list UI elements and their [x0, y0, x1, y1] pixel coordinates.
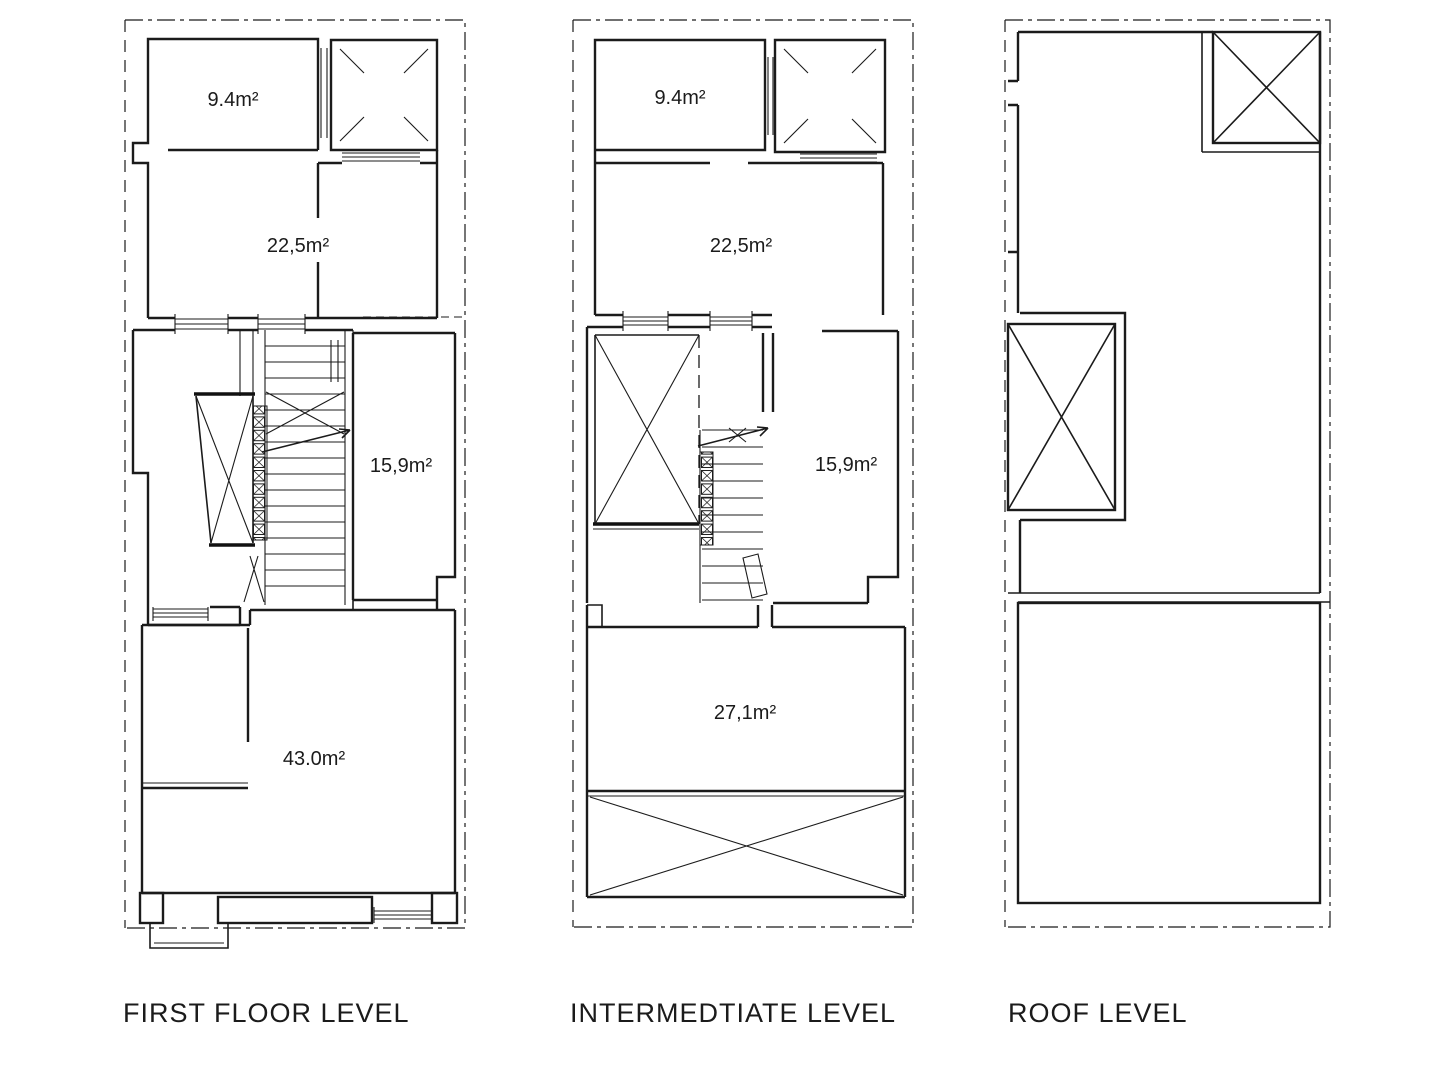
room-area-label: 15,9m²: [815, 454, 878, 476]
property-boundary-dashdot: [572, 19, 914, 928]
hatched-wall-strip: [699, 451, 714, 546]
room-area-label: 22,5m²: [710, 235, 773, 257]
skylight-cross-box-left: [1006, 322, 1117, 512]
windows-upper: [174, 314, 306, 334]
skylight-cross-box-top: [1201, 30, 1322, 153]
shaft-corner-diagonals: [783, 48, 877, 144]
stair-break-and-arrow: [243, 391, 351, 603]
window-vertical-between-room-and-shaft: [767, 57, 774, 135]
roof-outline-lower: [1016, 601, 1322, 905]
room-area-label: 27,1m²: [714, 702, 777, 724]
room-area-label: 9.4m²: [207, 89, 258, 111]
window-shaft-sill: [800, 153, 877, 163]
window-vertical-stair: [330, 340, 339, 382]
hatched-wall-strip: [252, 405, 268, 541]
plan-title: ROOF LEVEL: [1008, 998, 1188, 1028]
window-bottom: [373, 907, 433, 923]
void-cross-box: [194, 392, 255, 547]
stair-break-and-arrow: [697, 426, 769, 447]
entry-porch: [149, 923, 229, 949]
void-cross-terrace: [587, 789, 905, 896]
windows-upper: [622, 311, 753, 331]
room-area-label: 9.4m²: [654, 87, 705, 109]
window-middle-left: [152, 607, 209, 621]
plan-intermediate: 9.4m² 22,5m² 15,9m² 27,1m² INTERMEDTIATE…: [570, 19, 914, 1028]
walls-middle-block: [585, 327, 900, 627]
window-shaft-sill: [342, 152, 420, 162]
walls-top-block: [131, 37, 463, 335]
walls-middle-block: [131, 330, 457, 627]
plan-title: INTERMEDTIATE LEVEL: [570, 998, 896, 1028]
roof-split-line: [1008, 592, 1330, 603]
property-boundary-dashdot: [1004, 19, 1331, 928]
door-leaf: [742, 553, 768, 599]
walls-bottom-block: [585, 604, 907, 899]
window-vertical-between-room-and-shaft: [320, 48, 328, 138]
stair-treads: [265, 345, 345, 587]
plan-first-floor: 9.4m² 22,5m² 15,9m² 43.0m² FIRST FLOOR L…: [123, 19, 466, 1028]
room-area-label: 22,5m²: [267, 235, 330, 257]
void-cross-large: [593, 334, 700, 530]
plan-roof: ROOF LEVEL: [1004, 19, 1331, 1028]
walls-bottom-block: [138, 608, 459, 925]
room-area-label: 43.0m²: [283, 748, 346, 770]
shaft-corner-diagonals: [339, 48, 429, 142]
plan-title: FIRST FLOOR LEVEL: [123, 998, 410, 1028]
property-boundary-dashdot: [124, 19, 466, 929]
room-area-label: 15,9m²: [370, 455, 433, 477]
walls-top-block: [587, 38, 898, 333]
